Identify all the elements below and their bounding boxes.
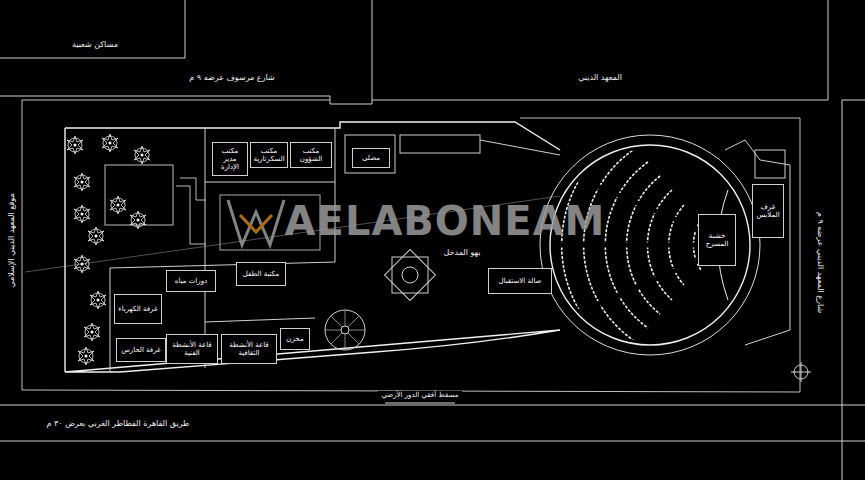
room-box: مكتب السكرتارية	[250, 142, 288, 168]
room-label: خشبة المسرح	[701, 232, 733, 248]
room-label: غرف الملابس	[755, 203, 781, 219]
room-label: مكتب مدير الإدارة	[215, 147, 245, 171]
room-label: قاعة الأنشطة الفنية	[169, 341, 215, 357]
room-box: مصلى	[352, 148, 390, 168]
room-label: صالة الاستقبال	[499, 277, 542, 285]
street-label: شارع مرسوف عرضه ٩ م	[187, 73, 276, 82]
block-label: مساكن شعبية	[70, 40, 120, 49]
room-box: قاعة الأنشطة الثقافية	[221, 334, 277, 364]
room-box: مكتبة الطفل	[236, 262, 286, 286]
street-label: شارع المعهد الديني عرضه ٩ م	[817, 209, 826, 314]
room-label: مخزن	[286, 335, 303, 343]
room-box: مخزن	[280, 328, 310, 350]
room-label: مصلى	[362, 154, 380, 162]
room-label: مكتب السكرتارية	[253, 147, 285, 163]
site-label: موقع المعهد الديني الإسلامي	[7, 191, 16, 290]
room-box: غرف الملابس	[752, 184, 784, 238]
room-box: مكتب الشؤون	[290, 142, 332, 168]
room-box: صالة الاستقبال	[488, 268, 552, 294]
watermark: AELABONEAM	[283, 198, 608, 244]
room-box: غرفة الكهرباء	[114, 294, 162, 324]
plan-title: مسقط أفقي الدور الأرضي	[378, 391, 461, 399]
room-box: مكتب مدير الإدارة	[212, 142, 248, 176]
room-box: دورات مياه	[166, 270, 216, 292]
room-label: مكتب الشؤون	[293, 147, 329, 163]
room-box: خشبة المسرح	[698, 214, 736, 266]
room-label: غرفة الحارس	[121, 346, 161, 354]
room-label: دورات مياه	[175, 277, 207, 285]
room-label: قاعة الأنشطة الثقافية	[224, 341, 274, 357]
room-box: غرفة الحارس	[116, 338, 166, 362]
room-label: مكتبة الطفل	[243, 270, 279, 278]
space-label: بهو المدخل	[441, 248, 482, 257]
road-label: طريق القاهرة الفطاطر الغربي بعرض ٣٠ م	[45, 419, 192, 428]
room-label: غرفة الكهرباء	[118, 305, 157, 313]
room-box: قاعة الأنشطة الفنية	[166, 334, 218, 364]
block-label: المعهد الديني	[576, 73, 624, 82]
